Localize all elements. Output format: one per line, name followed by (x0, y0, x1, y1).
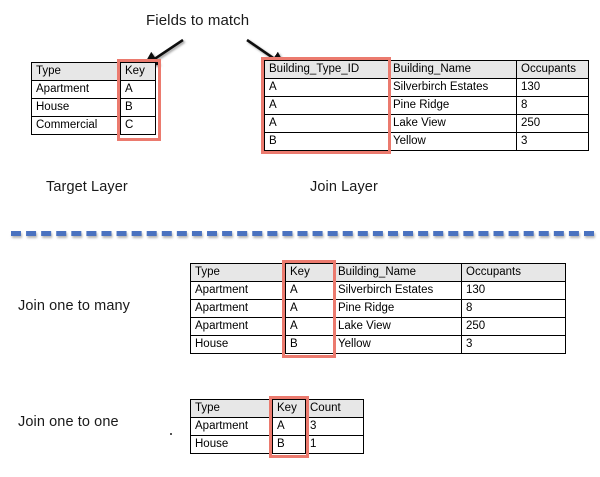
join-layer-caption: Join Layer (310, 179, 378, 195)
join-one-to-many-caption: Join one to many (18, 298, 131, 314)
cell-key: B (120, 98, 156, 117)
cell-building-name: Pine Ridge (333, 299, 462, 318)
table-row: A Lake View 250 (264, 114, 589, 133)
cell-type: Apartment (190, 317, 286, 336)
cell-type: House (190, 335, 286, 354)
table-row: Apartment A Lake View 250 (190, 317, 566, 336)
cell-occupants: 8 (461, 299, 566, 318)
cell-key: A (272, 417, 306, 436)
cell-building-name: Lake View (388, 114, 517, 133)
column-header-type: Type (190, 399, 273, 418)
section-divider (11, 231, 594, 236)
join-layer-table: Building_Type_ID Building_Name Occupants… (264, 60, 589, 151)
column-header-key: Key (272, 399, 306, 418)
table-row: A Pine Ridge 8 (264, 96, 589, 115)
cell-type: Apartment (190, 299, 286, 318)
column-header-building-type-id: Building_Type_ID (264, 60, 389, 79)
cell-count: 3 (305, 417, 364, 436)
table-row: B Yellow 3 (264, 132, 589, 151)
column-header-occupants: Occupants (461, 263, 566, 282)
cell-key: A (120, 80, 156, 99)
fields-to-match-label: Fields to match (146, 12, 250, 29)
table-header-row: Type Key Count (190, 399, 364, 418)
column-header-key: Key (120, 62, 156, 81)
cell-key: A (285, 317, 334, 336)
cell-building-name: Silverbirch Estates (333, 281, 462, 300)
arrow-to-target-key-icon (142, 38, 184, 67)
cell-occupants: 130 (461, 281, 566, 300)
target-layer-table: Type Key Apartment A House B Commercial … (31, 62, 156, 135)
table-row: Apartment A Pine Ridge 8 (190, 299, 566, 318)
column-header-building-name: Building_Name (388, 60, 517, 79)
join-one-to-one-table: Type Key Count Apartment A 3 House B 1 (190, 399, 364, 454)
join-one-to-many-table-wrap: Type Key Building_Name Occupants Apartme… (190, 263, 566, 354)
cell-key: C (120, 116, 156, 135)
join-one-to-one-caption: Join one to one (18, 414, 119, 430)
table-header-row: Type Key (31, 62, 156, 81)
cell-type: House (31, 98, 121, 117)
target-layer-caption: Target Layer (46, 179, 128, 195)
table-row: Commercial C (31, 116, 156, 135)
table-header-row: Building_Type_ID Building_Name Occupants (264, 60, 589, 79)
join-layer-table-wrap: Building_Type_ID Building_Name Occupants… (264, 60, 589, 151)
cell-occupants: 250 (516, 114, 589, 133)
table-row: Apartment A Silverbirch Estates 130 (190, 281, 566, 300)
cell-key: B (272, 435, 306, 454)
table-header-row: Type Key Building_Name Occupants (190, 263, 566, 282)
cell-type: Apartment (190, 417, 273, 436)
cell-building-name: Lake View (333, 317, 462, 336)
column-header-type: Type (190, 263, 286, 282)
cell-type: Apartment (190, 281, 286, 300)
table-row: Apartment A (31, 80, 156, 99)
cell-building-name: Yellow (388, 132, 517, 151)
cell-type: House (190, 435, 273, 454)
cell-type: Apartment (31, 80, 121, 99)
cell-key: B (285, 335, 334, 354)
column-header-key: Key (285, 263, 334, 282)
column-header-building-name: Building_Name (333, 263, 462, 282)
table-row: House B 1 (190, 435, 364, 454)
column-header-type: Type (31, 62, 121, 81)
cell-building-type-id: A (264, 96, 389, 115)
cell-occupants: 250 (461, 317, 566, 336)
join-one-to-one-table-wrap: Type Key Count Apartment A 3 House B 1 (190, 399, 364, 454)
cell-occupants: 3 (516, 132, 589, 151)
cell-occupants: 130 (516, 78, 589, 97)
cell-building-name: Yellow (333, 335, 462, 354)
table-row: House B (31, 98, 156, 117)
table-row: House B Yellow 3 (190, 335, 566, 354)
cell-count: 1 (305, 435, 364, 454)
join-one-to-many-table: Type Key Building_Name Occupants Apartme… (190, 263, 566, 354)
cell-building-type-id: B (264, 132, 389, 151)
cell-building-name: Pine Ridge (388, 96, 517, 115)
table-row: Apartment A 3 (190, 417, 364, 436)
cell-key: A (285, 299, 334, 318)
cell-building-type-id: A (264, 78, 389, 97)
cell-type: Commercial (31, 116, 121, 135)
column-header-occupants: Occupants (516, 60, 589, 79)
cell-building-type-id: A (264, 114, 389, 133)
cell-key: A (285, 281, 334, 300)
cell-building-name: Silverbirch Estates (388, 78, 517, 97)
cell-occupants: 3 (461, 335, 566, 354)
table-row: A Silverbirch Estates 130 (264, 78, 589, 97)
column-header-count: Count (305, 399, 364, 418)
cell-occupants: 8 (516, 96, 589, 115)
stray-dot-artifact (170, 433, 172, 435)
target-layer-table-wrap: Type Key Apartment A House B Commercial … (31, 62, 156, 135)
